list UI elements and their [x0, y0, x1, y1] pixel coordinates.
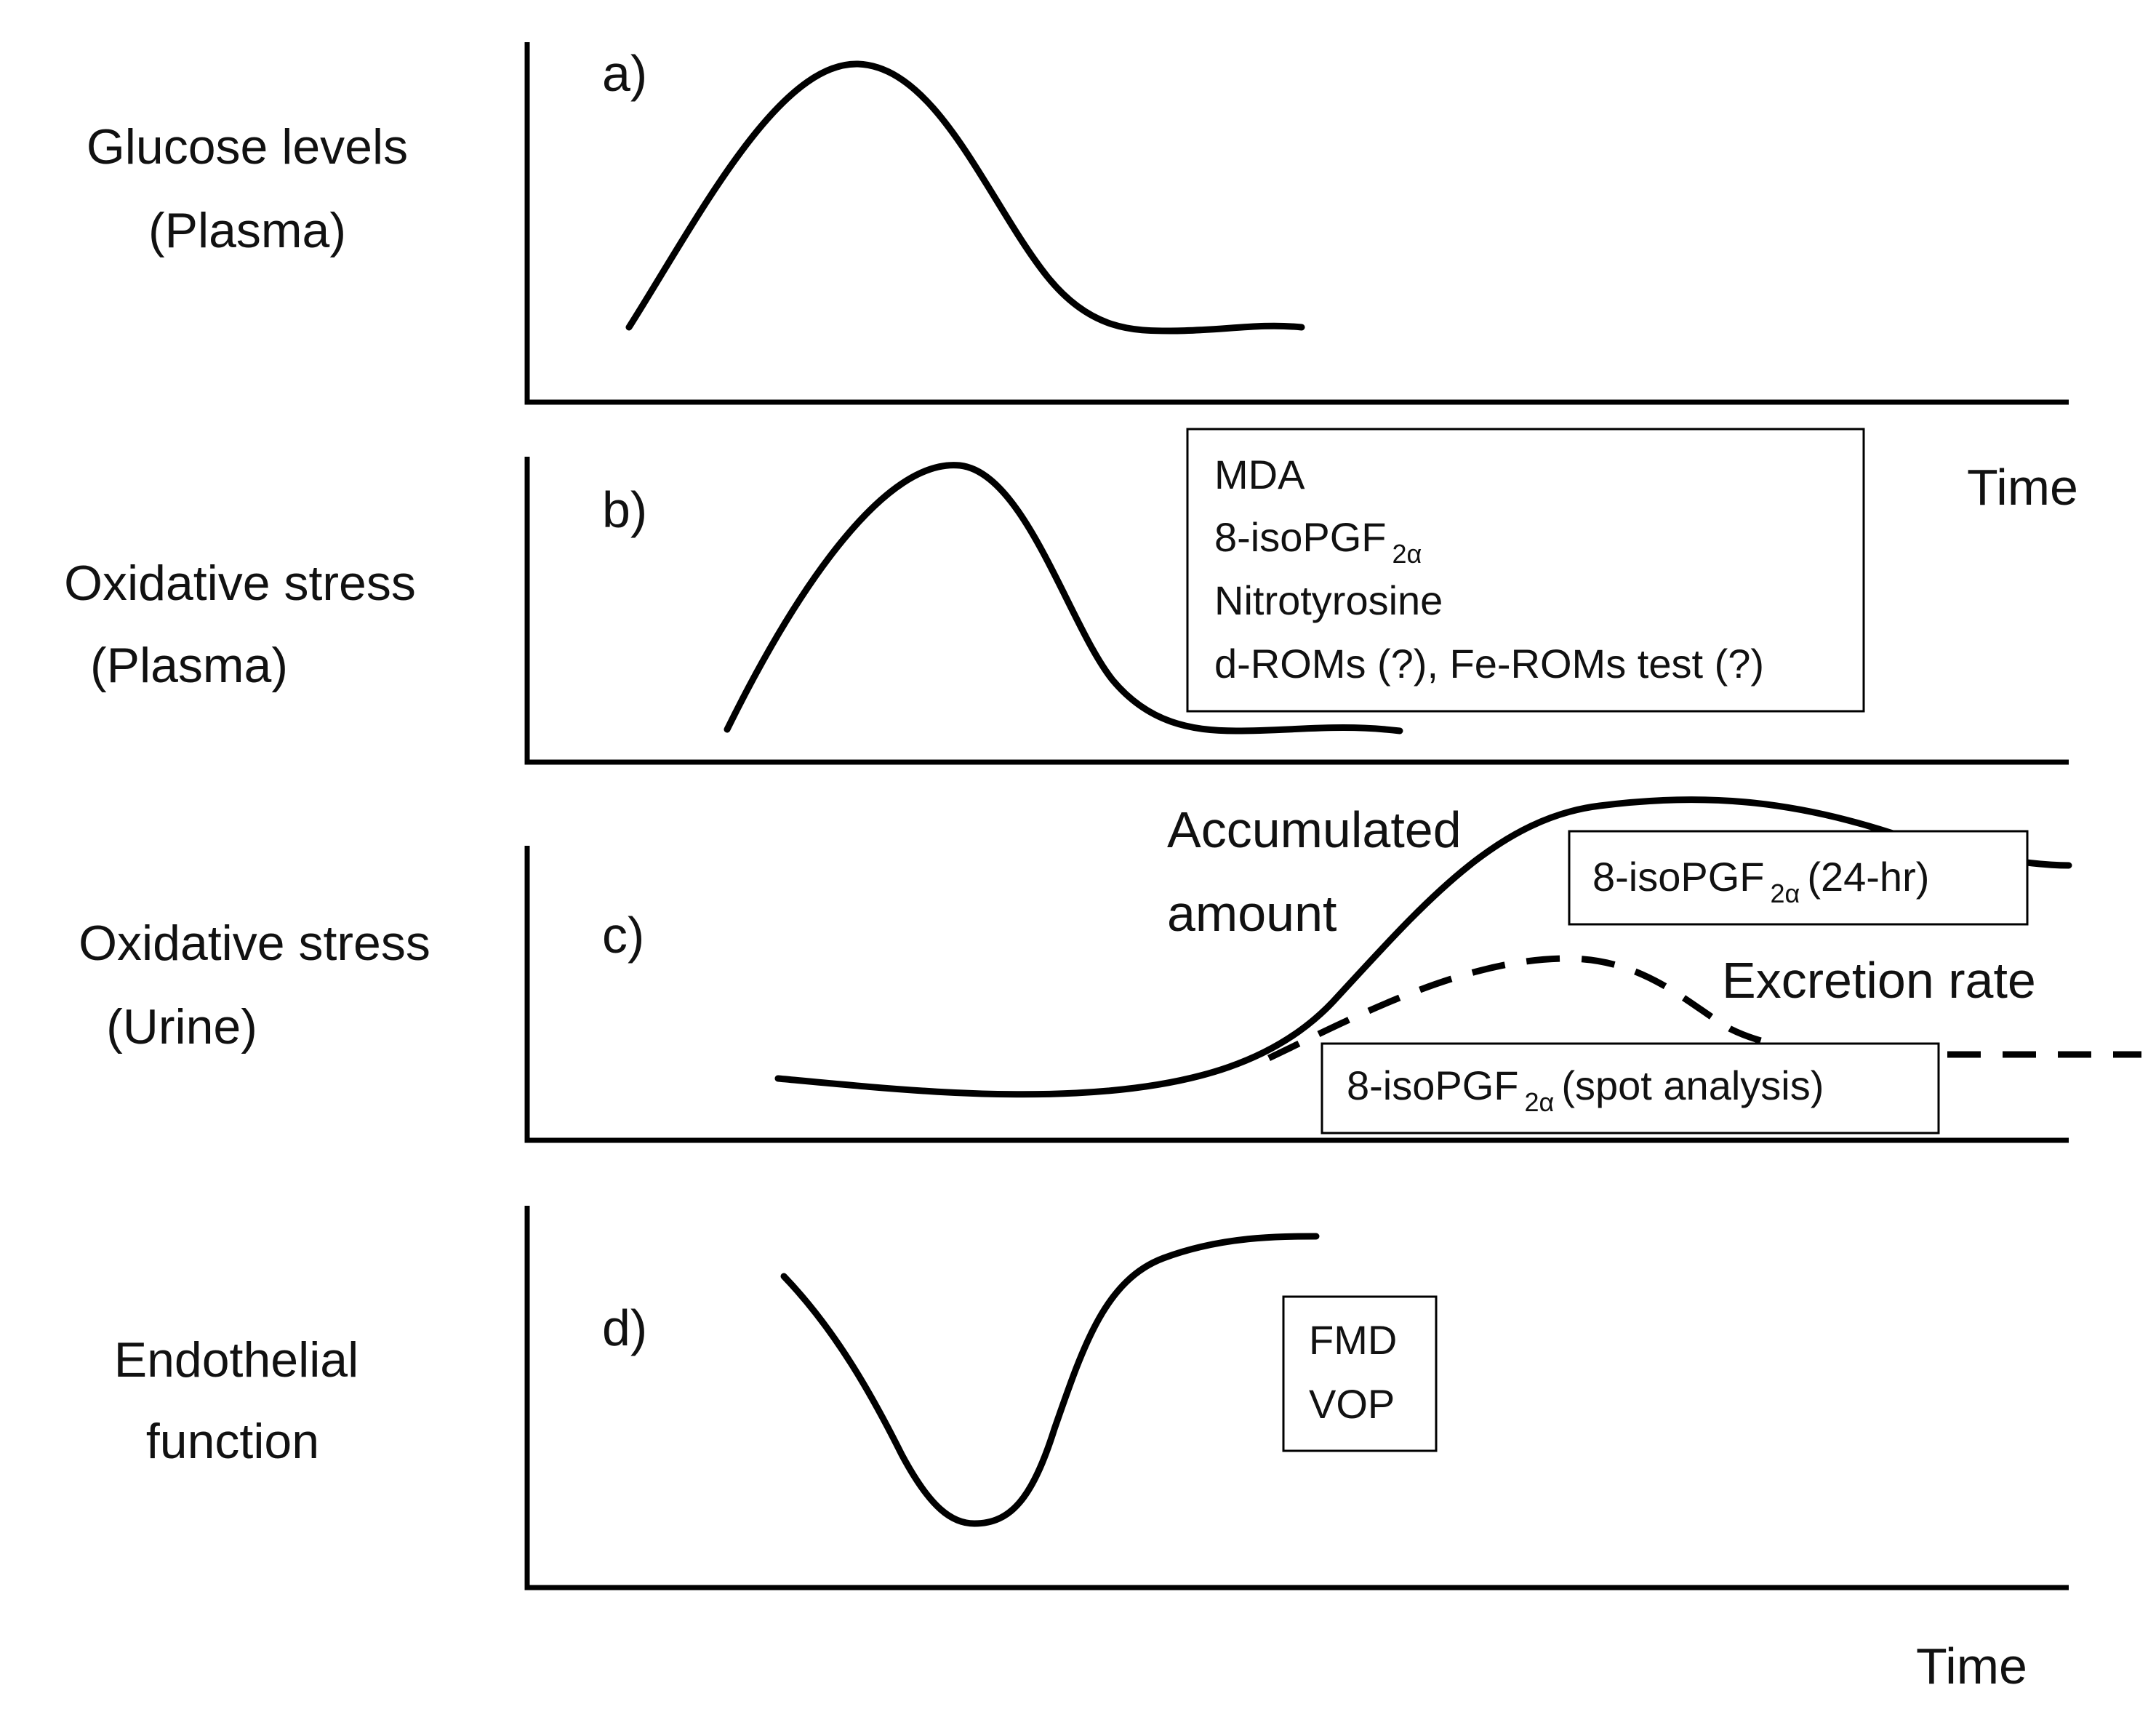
panel-b-axes	[524, 457, 2069, 765]
panel-c-axes	[524, 846, 2069, 1143]
panel-a-axes	[524, 42, 2069, 405]
marker-vop: VOP	[1309, 1381, 1395, 1427]
panel-a: Glucose levels (Plasma) a)	[87, 42, 2069, 405]
accumulated-label-line2: amount	[1167, 885, 1337, 942]
panel-a-ylabel-line1: Glucose levels	[87, 119, 408, 175]
marker-8-isopgf-sub: 2α	[1392, 539, 1422, 569]
marker-8-isopgf-main: 8-isoPGF	[1214, 514, 1387, 560]
panel-b-tag: b)	[602, 481, 647, 538]
panel-d-ylabel-line2: function	[146, 1414, 319, 1469]
excretion-rate-curve	[1267, 955, 2141, 1062]
panel-b: Oxidative stress (Plasma) b) MDA 8-isoPG…	[64, 428, 2069, 765]
panel-a-ylabel-line2: (Plasma)	[148, 203, 346, 258]
panel-d-axes	[524, 1206, 2069, 1590]
panel-c-tag: c)	[602, 907, 644, 964]
time-label-top: Time	[1967, 459, 2078, 516]
marker-roms: d-ROMs (?), Fe-ROMs test (?)	[1214, 641, 1764, 687]
plasma-markers-box	[1186, 428, 1865, 713]
panel-b-ylabel-line2: (Plasma)	[90, 638, 288, 693]
box-spot-suffix: (spot analysis)	[1561, 1062, 1824, 1108]
marker-fmd: FMD	[1309, 1317, 1397, 1363]
plasma-oxidative-stress-curve	[724, 462, 1403, 735]
time-label-bottom: Time	[1916, 1638, 2027, 1694]
box-24hr-main: 8-isoPGF	[1592, 854, 1765, 900]
panel-c: Oxidative stress (Urine) c) Accumulated …	[79, 796, 2141, 1143]
panel-b-ylabel-line1: Oxidative stress	[64, 556, 416, 611]
endothelial-function-curve	[780, 1233, 1320, 1527]
panel-c-ylabel-line1: Oxidative stress	[79, 916, 430, 971]
endothelial-markers-box	[1282, 1295, 1438, 1452]
box-spot-analysis	[1321, 1042, 1940, 1134]
box-spot-sub: 2α	[1525, 1087, 1555, 1117]
box-24hr-sub: 2α	[1771, 878, 1800, 908]
box-24hr	[1568, 830, 2029, 926]
panel-a-tag: a)	[602, 45, 647, 102]
panel-d-tag: d)	[602, 1300, 647, 1356]
box-24hr-suffix: (24-hr)	[1807, 854, 1929, 900]
accumulated-label-line1: Accumulated	[1167, 801, 1462, 858]
box-spot-main: 8-isoPGF	[1347, 1062, 1519, 1108]
glucose-curve	[625, 60, 1305, 335]
excretion-rate-label: Excretion rate	[1722, 952, 2036, 1009]
marker-nitrotyrosine: Nitrotyrosine	[1214, 577, 1443, 623]
panel-d: Endothelial function d) FMD VOP	[114, 1206, 2069, 1590]
panel-c-ylabel-line2: (Urine)	[106, 999, 257, 1054]
marker-mda: MDA	[1214, 452, 1305, 497]
panel-d-ylabel-line1: Endothelial	[114, 1332, 358, 1388]
